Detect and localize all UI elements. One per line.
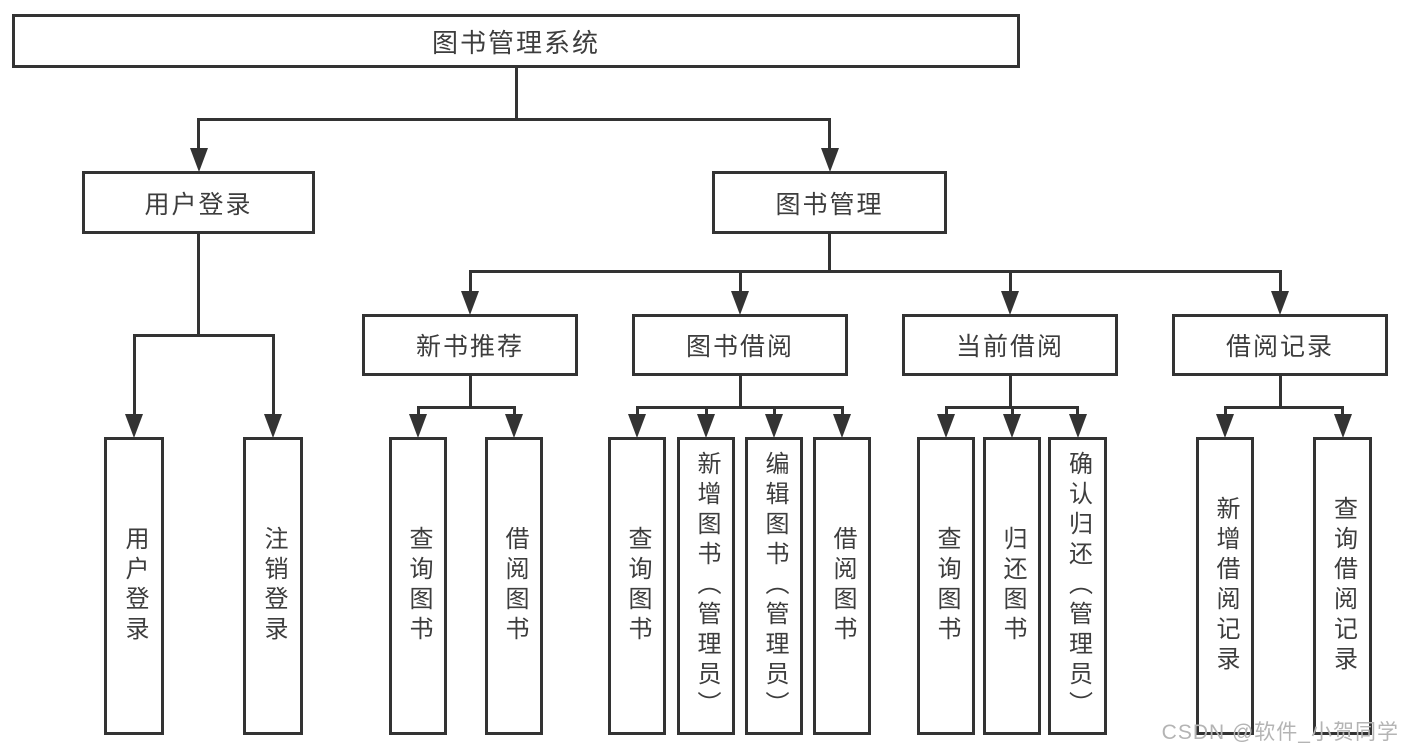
node-user-login-branch: 用户登录 bbox=[82, 171, 315, 234]
node-label: 当前借阅 bbox=[955, 333, 1064, 361]
node-bb-borrow-books: 借阅图书 bbox=[813, 437, 871, 735]
node-borrowing-records: 借阅记录 bbox=[1172, 314, 1388, 376]
node-label: 查询借阅记录 bbox=[1329, 496, 1357, 676]
node-label: 用户登录 bbox=[121, 526, 148, 646]
connector-drop bbox=[635, 407, 639, 417]
node-current-borrowing: 当前借阅 bbox=[902, 314, 1118, 376]
node-br-add-borrow-record: 新增借阅记录 bbox=[1196, 437, 1254, 735]
connector-drop bbox=[1010, 407, 1014, 417]
node-logout: 注销登录 bbox=[243, 437, 303, 735]
connector-stub bbox=[1008, 376, 1012, 407]
arrowhead-down-icon bbox=[731, 291, 749, 315]
node-bb-query-books: 查询图书 bbox=[608, 437, 666, 735]
arrowhead-down-icon bbox=[765, 414, 783, 438]
node-new-book-recommend: 新书推荐 bbox=[362, 314, 578, 376]
connector-drop bbox=[1341, 407, 1344, 417]
arrowhead-down-icon bbox=[1216, 414, 1234, 438]
connector-drop bbox=[512, 407, 516, 417]
node-label: 查询图书 bbox=[405, 526, 432, 646]
node-nb-borrow-books: 借阅图书 bbox=[485, 437, 543, 735]
connector-drop bbox=[468, 271, 472, 294]
node-br-query-borrow-record: 查询借阅记录 bbox=[1313, 437, 1372, 735]
connector-drop bbox=[1008, 271, 1012, 294]
connector-stub bbox=[514, 68, 518, 119]
node-label: 确认归还（管理员） bbox=[1064, 451, 1092, 721]
arrowhead-down-icon bbox=[1003, 414, 1021, 438]
node-cb-return-books: 归还图书 bbox=[983, 437, 1041, 735]
connector-rail bbox=[1223, 405, 1344, 409]
node-label: 借阅图书 bbox=[501, 526, 528, 646]
arrowhead-down-icon bbox=[1068, 414, 1087, 438]
arrowhead-down-icon bbox=[1271, 291, 1289, 315]
node-user-login: 用户登录 bbox=[104, 437, 164, 735]
node-label: 图书管理 bbox=[775, 190, 884, 219]
connector-rail bbox=[635, 405, 844, 409]
node-label: 注销登录 bbox=[260, 526, 287, 646]
node-label: 借阅图书 bbox=[829, 526, 856, 646]
arrowhead-down-icon bbox=[505, 414, 523, 438]
connector-drop bbox=[1278, 271, 1282, 294]
node-label: 查询图书 bbox=[933, 526, 960, 646]
connector-drop bbox=[197, 119, 200, 151]
node-label: 图书借阅 bbox=[685, 333, 794, 361]
arrowhead-down-icon bbox=[833, 414, 851, 438]
arrowhead-down-icon bbox=[697, 414, 715, 438]
arrowhead-down-icon bbox=[1001, 291, 1019, 315]
arrowhead-down-icon bbox=[189, 148, 208, 172]
connector-stub bbox=[828, 234, 831, 271]
connector-drop bbox=[132, 335, 136, 417]
node-bb-add-book-admin: 新增图书（管理员） bbox=[677, 437, 735, 735]
node-label: 新书推荐 bbox=[415, 333, 524, 361]
connector-stub bbox=[1278, 376, 1282, 407]
connector-drop bbox=[271, 335, 275, 417]
arrowhead-down-icon bbox=[461, 291, 479, 315]
connector-rail bbox=[132, 333, 275, 337]
connector-rail bbox=[416, 405, 516, 409]
node-system-root: 图书管理系统 bbox=[12, 14, 1020, 68]
node-nb-query-books: 查询图书 bbox=[389, 437, 447, 735]
arrowhead-down-icon bbox=[628, 414, 646, 438]
csdn-watermark: CSDN @软件_小贺同学 bbox=[1161, 721, 1399, 744]
connector-drop bbox=[828, 119, 831, 151]
connector-drop bbox=[416, 407, 420, 417]
connector-drop bbox=[840, 407, 844, 417]
node-cb-query-books: 查询图书 bbox=[917, 437, 975, 735]
node-label: 查询图书 bbox=[624, 526, 651, 646]
connector-drop bbox=[738, 271, 742, 294]
arrowhead-down-icon bbox=[125, 414, 143, 438]
connector-stub bbox=[468, 376, 472, 407]
arrowhead-down-icon bbox=[1333, 414, 1352, 438]
connector-drop bbox=[772, 407, 776, 417]
connector-drop bbox=[944, 407, 948, 417]
arrowhead-down-icon bbox=[409, 414, 427, 438]
arrowhead-down-icon bbox=[937, 414, 955, 438]
node-label: 归还图书 bbox=[999, 526, 1026, 646]
node-label: 用户登录 bbox=[144, 190, 253, 219]
connector-stub bbox=[197, 234, 200, 335]
connector-stub bbox=[738, 376, 742, 407]
node-book-borrowing: 图书借阅 bbox=[632, 314, 848, 376]
node-label: 新增借阅记录 bbox=[1212, 496, 1239, 676]
connector-rail bbox=[197, 117, 831, 121]
connector-drop bbox=[1223, 407, 1227, 417]
arrowhead-down-icon bbox=[820, 148, 839, 172]
connector-drop bbox=[1076, 407, 1079, 417]
node-bb-edit-book-admin: 编辑图书（管理员） bbox=[745, 437, 803, 735]
node-label: 图书管理系统 bbox=[431, 27, 600, 58]
node-cb-confirm-return-admin: 确认归还（管理员） bbox=[1048, 437, 1107, 735]
arrowhead-down-icon bbox=[264, 414, 282, 438]
connector-rail bbox=[468, 269, 1282, 273]
node-label: 借阅记录 bbox=[1225, 333, 1334, 361]
connector-drop bbox=[704, 407, 708, 417]
node-label: 新增图书（管理员） bbox=[693, 451, 720, 721]
node-book-management: 图书管理 bbox=[712, 171, 947, 234]
node-label: 编辑图书（管理员） bbox=[761, 451, 788, 721]
